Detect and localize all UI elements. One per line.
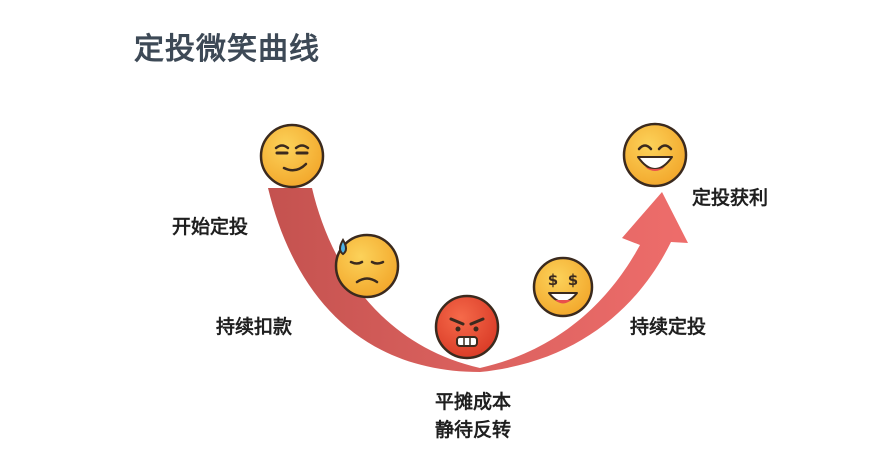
page-title: 定投微笑曲线	[134, 32, 320, 67]
svg-text:$: $	[548, 271, 558, 289]
label-bottom-stage: 平摊成本 静待反转	[413, 388, 533, 444]
label-average-cost: 平摊成本	[434, 391, 511, 413]
smirk-face-icon	[259, 123, 325, 189]
svg-text:$: $	[568, 271, 578, 289]
money-eyes-face-icon: $ $	[532, 256, 594, 318]
label-continue-invest: 持续定投	[630, 316, 707, 338]
smile-curve-arrow	[268, 188, 688, 372]
angry-face-icon	[434, 294, 500, 360]
label-profit: 定投获利	[692, 187, 769, 209]
label-continue-deduct: 持续扣款	[216, 316, 293, 338]
sad-sweat-face-icon	[334, 233, 400, 299]
big-smile-face-icon	[622, 122, 688, 188]
label-start-investing: 开始定投	[172, 216, 249, 238]
label-await-reversal: 静待反转	[434, 419, 511, 441]
